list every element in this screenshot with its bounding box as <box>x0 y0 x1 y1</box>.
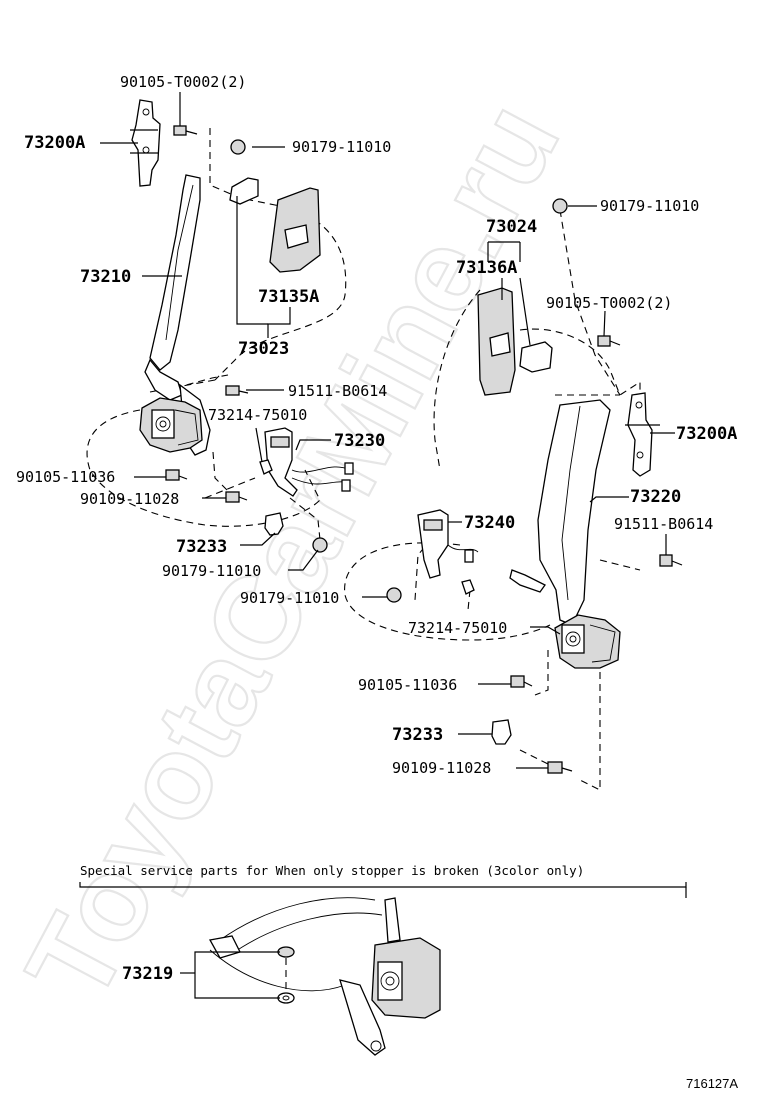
label-73233-left: 73233 <box>176 537 227 557</box>
label-90109-right: 90109-11028 <box>392 759 491 777</box>
part-labels: 90105-T0002(2) 73200A 90179-11010 73210 … <box>16 73 737 777</box>
label-73135A: 73135A <box>258 287 319 307</box>
label-90105-11036-right: 90105-11036 <box>358 676 457 694</box>
label-73023: 73023 <box>238 339 289 359</box>
belt-73220 <box>537 399 611 626</box>
buckle-73240 <box>417 509 479 579</box>
stopper-73214-right <box>461 579 475 595</box>
retractor-left <box>139 397 203 453</box>
left-seat-belt-assembly <box>86 99 354 553</box>
leader-lines <box>100 92 675 769</box>
cover-73023 <box>229 177 259 205</box>
label-73214-left: 73214-75010 <box>208 406 307 424</box>
retractor-right <box>554 614 621 669</box>
bolt-90109-left <box>225 491 248 503</box>
special-parts-note: Special service parts for When only stop… <box>80 863 584 878</box>
bolt-91511-right <box>659 554 683 567</box>
label-73233-right: 73233 <box>392 725 443 745</box>
label-73219: 73219 <box>122 964 173 984</box>
label-90179-mid: 90179-11010 <box>240 589 339 607</box>
label-73136A: 73136A <box>456 258 517 278</box>
retractor-inset <box>339 937 441 1056</box>
label-90105-11036-left: 90105-11036 <box>16 468 115 486</box>
right-seat-belt-assembly <box>344 198 683 791</box>
nut-90179-mid-left <box>312 537 328 553</box>
nut-90179-left <box>230 139 246 155</box>
bolt-90105-T0002-left <box>173 125 198 136</box>
bolt-90105-T0002-right <box>597 335 621 347</box>
stopper-button <box>277 946 295 958</box>
bolt-91511-left <box>225 385 249 396</box>
label-73024: 73024 <box>486 217 537 237</box>
bolt-90105-11036-right <box>510 675 533 688</box>
label-90109-left: 90109-11028 <box>80 490 179 508</box>
label-73200A-left: 73200A <box>24 133 85 153</box>
nut-90179-mid <box>386 587 402 603</box>
anchor-plate-73200A-left <box>131 99 161 187</box>
label-90179-mid-left: 90179-11010 <box>162 562 261 580</box>
cover-73024 <box>519 341 553 373</box>
anchor-plate-73200A-right <box>627 392 653 477</box>
label-91511-left: 91511-B0614 <box>288 382 387 400</box>
label-73200A-right: 73200A <box>676 424 737 444</box>
label-90179-top-left: 90179-11010 <box>292 138 391 156</box>
label-73220: 73220 <box>630 487 681 507</box>
stopper-washer <box>277 992 295 1004</box>
bolt-90105-11036-left <box>165 469 188 481</box>
cover-73233-left <box>264 512 284 536</box>
label-73230: 73230 <box>334 431 385 451</box>
label-73210: 73210 <box>80 267 131 287</box>
label-73214-right: 73214-75010 <box>408 619 507 637</box>
buckle-73230 <box>264 427 354 497</box>
label-90105-T0002-right: 90105-T0002(2) <box>546 294 672 312</box>
diagram-code: 716127A <box>686 1076 738 1091</box>
nut-90179-top-right <box>552 198 568 214</box>
special-service-parts-section: Special service parts for When only stop… <box>79 863 687 1056</box>
label-73240: 73240 <box>464 513 515 533</box>
label-90179-top-right: 90179-11010 <box>600 197 699 215</box>
bolt-90109-right <box>547 761 573 774</box>
label-90105-T0002-left: 90105-T0002(2) <box>120 73 246 91</box>
cover-73233-right <box>491 719 512 745</box>
label-91511-right: 91511-B0614 <box>614 515 713 533</box>
